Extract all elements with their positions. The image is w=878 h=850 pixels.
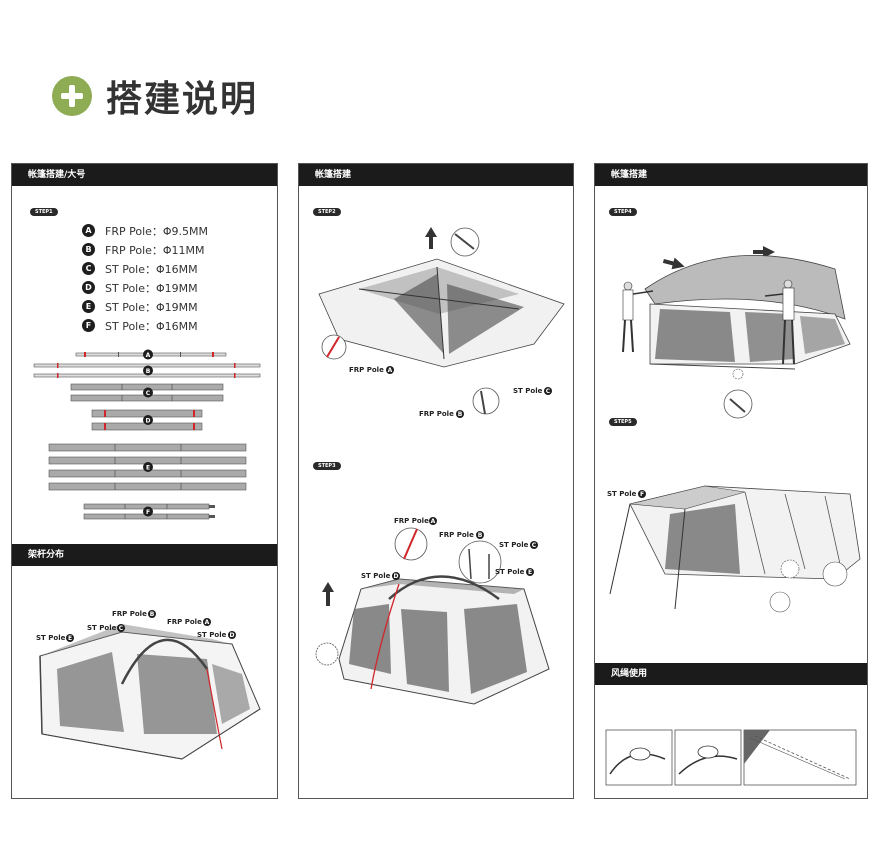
badge-f: F — [82, 319, 95, 332]
step1-badge: STEP1 — [30, 208, 58, 216]
pole-spec-row: B FRP Pole：Φ11MM — [82, 240, 208, 259]
panel-awning-steps: 帐篷搭建 STEP4 STEP5 — [594, 163, 868, 799]
step3-badge-d: D — [394, 573, 399, 580]
dist-badge-b: B — [150, 611, 155, 618]
step2-label-frp-a: FRP Pole — [349, 366, 384, 374]
dist-label-st-e: ST Pole — [36, 634, 66, 642]
step5-badge-f: F — [640, 491, 644, 498]
dist-badge-e: E — [68, 635, 72, 642]
dist-label-frp-b: FRP Pole — [112, 610, 147, 618]
arrow-left-icon — [753, 246, 775, 258]
step5-badge: STEP5 — [609, 418, 637, 426]
pole-a-badge: A — [146, 352, 151, 359]
pole-spec-text: ST Pole：Φ19MM — [105, 281, 198, 295]
person-figure-right — [764, 279, 795, 365]
step3-badge: STEP3 — [313, 462, 341, 470]
step3-diagram: FRP Pole A FRP Pole B ST Pole C ST Pole … — [315, 517, 550, 705]
badge-e: E — [82, 300, 95, 313]
step3-label-st-e: ST Pole — [495, 568, 525, 576]
rope-header: 风绳使用 — [595, 663, 867, 685]
step3-badge-a: A — [431, 518, 436, 525]
plus-circle-icon — [52, 76, 92, 116]
step2-badge-c: C — [546, 388, 551, 395]
dist-label-frp-a: FRP Pole — [167, 618, 202, 626]
dist-badge-c: C — [119, 625, 124, 632]
step3-label-frp-a: FRP Pole — [394, 517, 429, 525]
pole-e-badge: E — [146, 464, 150, 471]
pole-spec-text: FRP Pole：Φ9.5MM — [105, 224, 209, 238]
page-header: 搭建说明 — [52, 70, 258, 122]
step4-badge: STEP4 — [609, 208, 637, 216]
pole-f-drawing: F — [83, 503, 215, 520]
pole-spec-row: D ST Pole：Φ19MM — [82, 278, 208, 297]
pole-spec-row: A FRP Pole：Φ9.5MM — [82, 221, 208, 240]
badge-d: D — [82, 281, 95, 294]
panel2-header: 帐篷搭建 — [299, 164, 573, 186]
step3-badge-c: C — [532, 542, 537, 549]
dist-label-st-d: ST Pole — [197, 631, 227, 639]
pole-d-badge: D — [146, 417, 151, 424]
rope-panel-2 — [674, 729, 742, 786]
up-arrow-icon — [425, 227, 437, 249]
pole-c-drawing: C — [70, 383, 224, 402]
distribution-header: 架杆分布 — [12, 544, 277, 566]
rope-diagram — [605, 729, 857, 786]
pole-spec-text: ST Pole：Φ16MM — [105, 262, 198, 276]
step3-label-st-d: ST Pole — [361, 572, 391, 580]
pole-d-drawing: D — [91, 409, 203, 431]
step5-label-st-f: ST Pole — [607, 490, 637, 498]
pole-b-badge: B — [146, 368, 151, 375]
dist-label-st-c: ST Pole — [87, 624, 117, 632]
pole-spec-row: E ST Pole：Φ19MM — [82, 297, 208, 316]
pole-diagram: A B C D — [33, 349, 261, 520]
pole-f-badge: F — [146, 509, 150, 516]
distribution-diagram: FRP Pole B FRP Pole A ST Pole C ST Pole … — [36, 610, 261, 760]
step2-diagram: FRP Pole A FRP Pole B ST Pole C — [318, 227, 565, 418]
panel3-header: 帐篷搭建 — [595, 164, 867, 186]
badge-b: B — [82, 243, 95, 256]
badge-a: A — [82, 224, 95, 237]
step2-badge-a: A — [388, 367, 393, 374]
pole-spec-row: C ST Pole：Φ16MM — [82, 259, 208, 278]
step2-badge-b: B — [458, 411, 463, 418]
pole-e-drawing: E — [48, 443, 247, 491]
step3-label-frp-b: FRP Pole — [439, 531, 474, 539]
pole-spec-text: ST Pole：Φ16MM — [105, 319, 198, 333]
step2-label-st-c: ST Pole — [513, 387, 543, 395]
pole-spec-row: F ST Pole：Φ16MM — [82, 316, 208, 335]
badge-c: C — [82, 262, 95, 275]
pole-a-drawing: A — [75, 349, 227, 360]
pole-spec-text: FRP Pole：Φ11MM — [105, 243, 205, 257]
step3-badge-b: B — [478, 532, 483, 539]
person-figure-left — [622, 281, 654, 353]
panel1-header: 帐篷搭建/大号 — [12, 164, 277, 186]
page-title: 搭建说明 — [106, 79, 259, 120]
step5-diagram: ST Pole F — [607, 485, 861, 613]
pole-b-drawing: B — [33, 363, 261, 378]
arrow-left-icon — [662, 257, 685, 270]
pole-c-badge: C — [146, 390, 151, 397]
dist-badge-a: A — [205, 619, 210, 626]
step2-badge: STEP2 — [313, 208, 341, 216]
pole-spec-list: A FRP Pole：Φ9.5MM B FRP Pole：Φ11MM C ST Pol… — [82, 221, 208, 335]
up-arrow-icon — [322, 582, 334, 606]
pole-spec-text: ST Pole：Φ19MM — [105, 300, 198, 314]
step3-label-st-c: ST Pole — [499, 541, 529, 549]
step2-label-frp-b: FRP Pole — [419, 410, 454, 418]
dist-badge-d: D — [230, 632, 235, 639]
step3-badge-e: E — [528, 569, 532, 576]
step4-diagram — [622, 246, 851, 419]
panel-setup-steps: 帐篷搭建 STEP2 FRP Pole A FRP Pole B ST Pole… — [298, 163, 574, 799]
